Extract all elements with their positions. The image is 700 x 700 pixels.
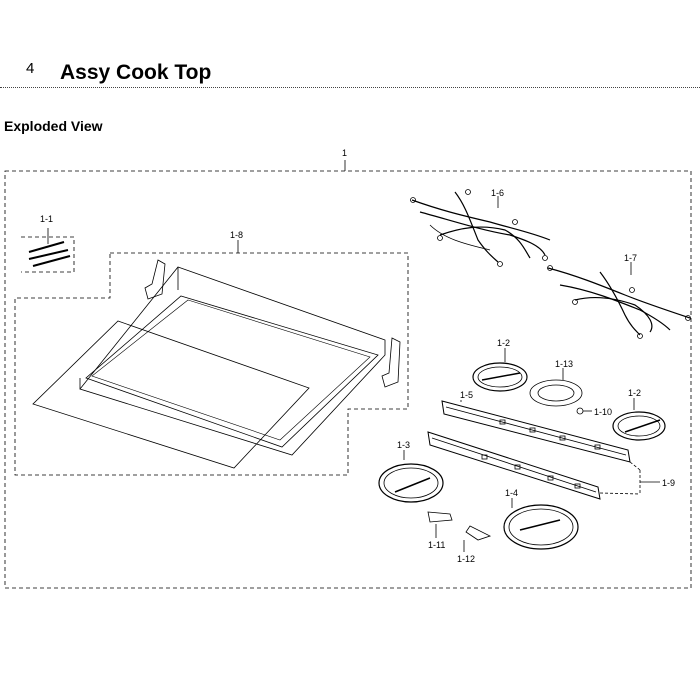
part-1-3-burner (378, 450, 444, 503)
part-1-7-wire-harness (547, 262, 691, 339)
title-underline (0, 87, 700, 88)
part-1-13-ring (529, 368, 583, 407)
section-number: 4 (26, 60, 35, 77)
part-1-2-burner-left (472, 348, 528, 392)
page-title: Assy Cook Top (60, 61, 212, 84)
label-1-9: 1-9 (662, 478, 675, 488)
label-1-13: 1-13 (555, 359, 573, 369)
label-1: 1 (342, 148, 347, 158)
label-1-5: 1-5 (460, 390, 473, 400)
label-1-2-left: 1-2 (497, 338, 510, 348)
label-1-10: 1-10 (594, 407, 612, 417)
part-1-11-bracket (427, 511, 453, 538)
label-1-12: 1-12 (457, 554, 475, 564)
part-1-4-burner (503, 498, 579, 550)
label-1-2-right: 1-2 (628, 388, 641, 398)
part-1-6-wire-harness (410, 189, 551, 267)
label-1-1: 1-1 (40, 214, 53, 224)
part-1-1-screws (21, 228, 75, 273)
label-1-3: 1-3 (397, 440, 410, 450)
part-1-9-support-rail (427, 431, 660, 500)
label-1-4: 1-4 (505, 488, 518, 498)
label-1-6: 1-6 (491, 188, 504, 198)
assembly-boundary (4, 170, 692, 589)
part-1-12-bracket (463, 525, 492, 552)
part-1-8-glass-top (14, 240, 409, 476)
label-1-7: 1-7 (624, 253, 637, 263)
label-1-8: 1-8 (230, 230, 243, 240)
view-heading: Exploded View (4, 118, 103, 134)
part-1-2-burner-right (612, 398, 666, 441)
part-1-10-clip (576, 407, 592, 415)
label-1-11: 1-11 (428, 540, 445, 550)
